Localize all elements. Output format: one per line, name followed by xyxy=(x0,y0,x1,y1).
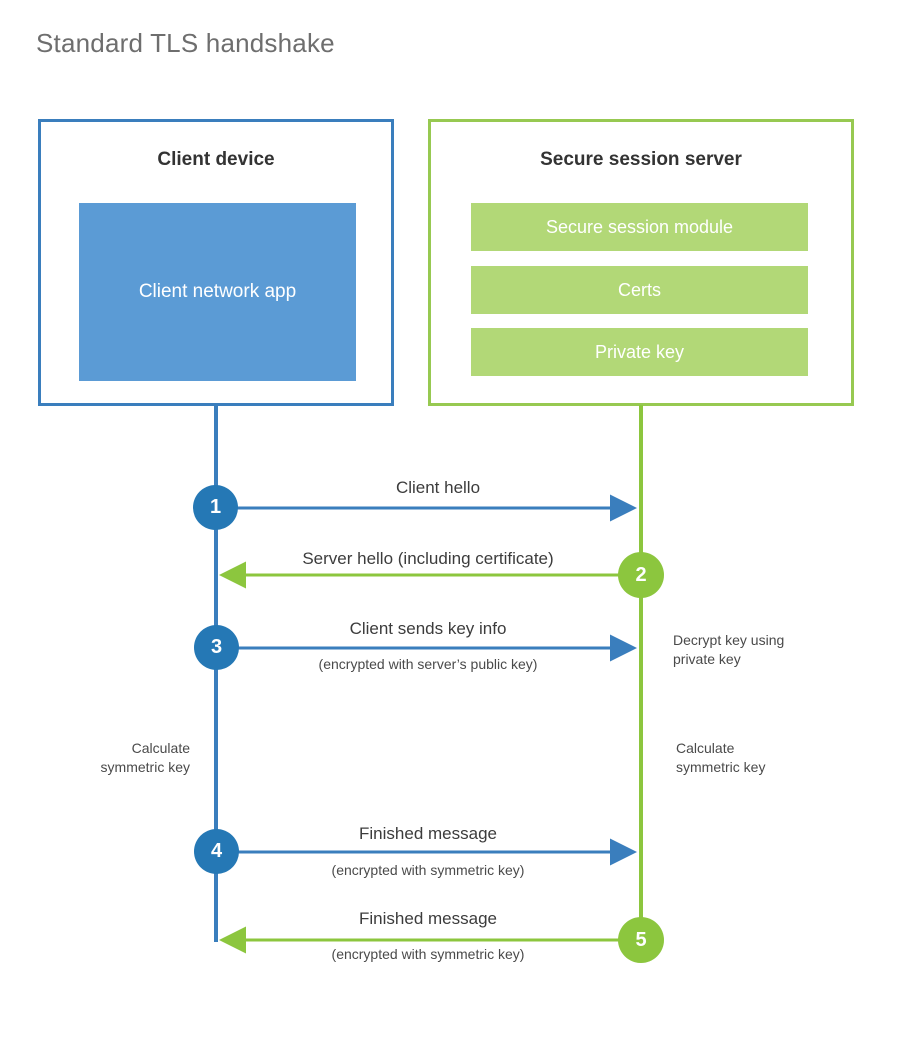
step-circle-3[interactable]: 3 xyxy=(194,625,239,670)
step-circle-2[interactable]: 2 xyxy=(618,552,664,598)
step-circle-4[interactable]: 4 xyxy=(194,829,239,874)
message-label-2: Server hello (including certificate) xyxy=(302,549,554,568)
server-component-secure-session-module: Secure session module xyxy=(471,203,808,251)
message-label-3: Client sends key info xyxy=(349,619,507,638)
client-lifeline xyxy=(214,405,218,942)
client-device-title: Client device xyxy=(157,149,275,170)
message-label-1: Client hello xyxy=(395,478,481,497)
secure-session-server-title: Secure session server xyxy=(540,149,742,170)
server-lifeline xyxy=(639,405,643,940)
page-title: Standard TLS handshake xyxy=(36,28,335,58)
message-sublabel-3: (encrypted with server’s public key) xyxy=(318,656,538,672)
server-component-private-key: Private key xyxy=(471,328,808,376)
secure-session-server-box: Secure session server Secure session mod… xyxy=(428,119,854,406)
server-component-certs: Certs xyxy=(471,266,808,314)
step-circle-1[interactable]: 1 xyxy=(193,485,238,530)
client-network-app-block: Client network app xyxy=(79,203,356,381)
message-sublabel-5: (encrypted with symmetric key) xyxy=(331,946,525,962)
message-label-5: Finished message xyxy=(359,909,497,928)
step-circle-5[interactable]: 5 xyxy=(618,917,664,963)
message-label-4: Finished message xyxy=(359,824,497,843)
message-sublabel-4: (encrypted with symmetric key) xyxy=(331,862,525,878)
client-device-box: Client device Client network app xyxy=(38,119,394,406)
